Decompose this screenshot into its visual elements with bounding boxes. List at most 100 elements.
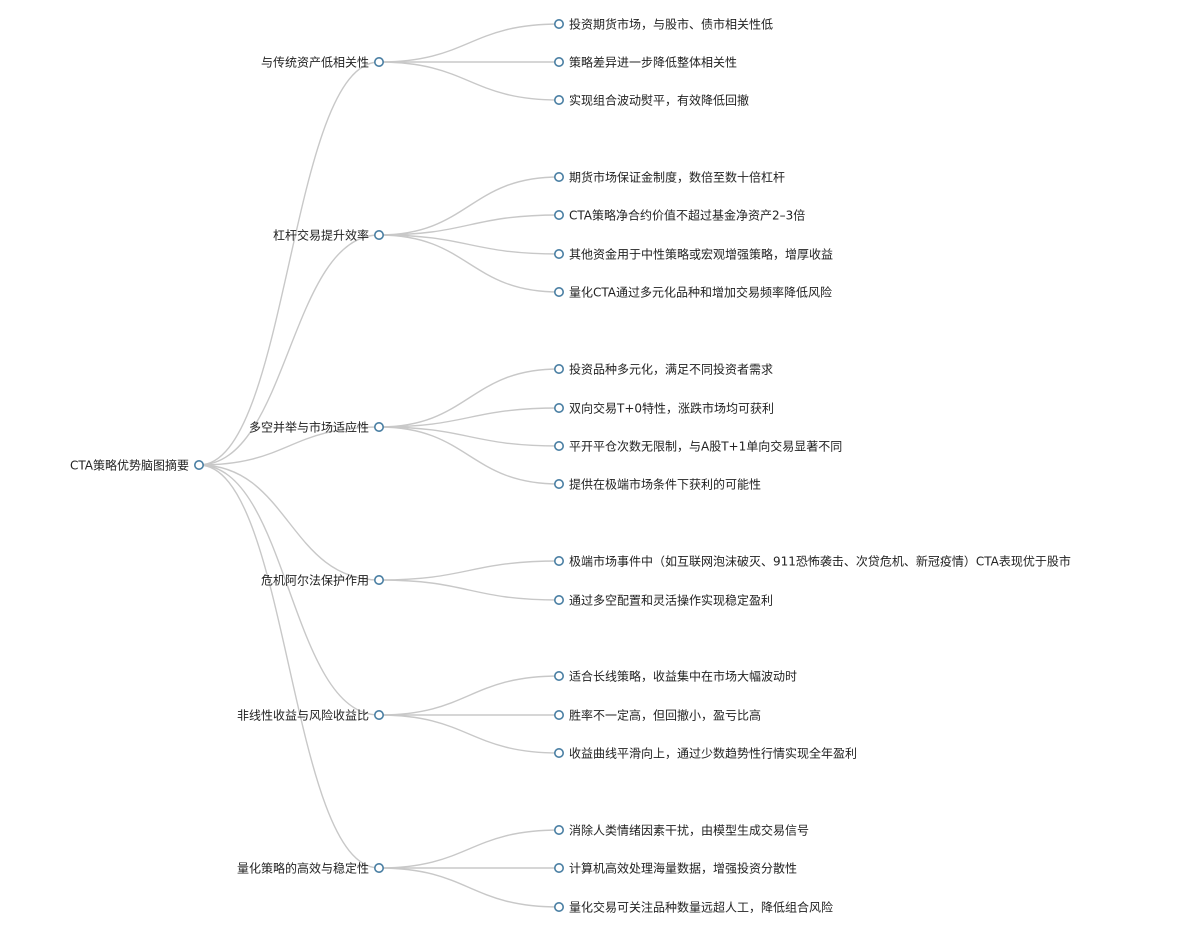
leaf-node-6-2-label: 计算机高效处理海量数据，增强投资分散性 (569, 861, 797, 876)
branch-node-5[interactable]: 非线性收益与风险收益比 (237, 708, 384, 723)
link-branch-6-leaf-3 (378, 867, 560, 908)
link-branch-4-leaf-1 (378, 560, 560, 581)
branch-node-1-label: 与传统资产低相关性 (261, 55, 369, 70)
leaf-node-2-1-label: 期货市场保证金制度，数倍至数十倍杠杆 (569, 170, 785, 185)
link-branch-5-leaf-3 (378, 714, 560, 754)
leaf-node-1-3[interactable]: 实现组合波动熨平，有效降低回撤 (553, 93, 749, 108)
root-node[interactable]: CTA策略优势脑图摘要 (70, 458, 205, 473)
leaf-node-6-3-label: 量化交易可关注品种数量远超人工，降低组合风险 (569, 900, 833, 915)
link-root-branch-6 (198, 464, 380, 869)
branch-node-4-circle[interactable] (373, 574, 384, 585)
branch-node-4[interactable]: 危机阿尔法保护作用 (261, 573, 384, 588)
leaf-node-5-3-circle[interactable] (553, 747, 564, 758)
mindmap-nodes: CTA策略优势脑图摘要 与传统资产低相关性 投资期货市场，与股市、债市相关性低策略差… (70, 17, 1071, 915)
leaf-node-2-2-circle[interactable] (553, 210, 564, 221)
branch-node-2-circle[interactable] (373, 230, 384, 241)
leaf-node-1-3-circle[interactable] (553, 95, 564, 106)
leaf-node-1-1-circle[interactable] (553, 18, 564, 29)
branch-node-1[interactable]: 与传统资产低相关性 (261, 55, 384, 70)
leaf-node-2-4-circle[interactable] (553, 286, 564, 297)
leaf-node-1-2-circle[interactable] (553, 56, 564, 67)
leaf-node-2-2-label: CTA策略净合约价值不超过基金净资产2–3倍 (569, 208, 805, 223)
leaf-node-3-1-label: 投资品种多元化，满足不同投资者需求 (569, 362, 773, 377)
branch-node-5-label: 非线性收益与风险收益比 (237, 708, 369, 723)
root-node-label: CTA策略优势脑图摘要 (70, 458, 189, 473)
branch-node-3-label: 多空并举与市场适应性 (249, 420, 369, 435)
branch-node-3-circle[interactable] (373, 421, 384, 432)
leaf-node-4-2-label: 通过多空配置和灵活操作实现稳定盈利 (569, 593, 773, 608)
leaf-node-3-1[interactable]: 投资品种多元化，满足不同投资者需求 (553, 362, 773, 377)
leaf-node-2-3-label: 其他资金用于中性策略或宏观增强策略，增厚收益 (569, 247, 833, 262)
leaf-node-1-2-label: 策略差异进一步降低整体相关性 (569, 55, 737, 70)
link-branch-6-leaf-1 (378, 829, 560, 869)
link-branch-3-leaf-3 (378, 426, 560, 447)
branch-node-6-label: 量化策略的高效与稳定性 (237, 861, 369, 876)
leaf-node-2-1-circle[interactable] (553, 172, 564, 183)
leaf-node-3-2[interactable]: 双向交易T+0特性，涨跌市场均可获利 (553, 401, 774, 416)
leaf-node-4-2[interactable]: 通过多空配置和灵活操作实现稳定盈利 (553, 593, 773, 608)
leaf-node-3-4-circle[interactable] (553, 478, 564, 489)
leaf-node-4-1[interactable]: 极端市场事件中（如互联网泡沫破灭、911恐怖袭击、次贷危机、新冠疫情）CTA表现… (553, 554, 1071, 569)
leaf-node-2-3[interactable]: 其他资金用于中性策略或宏观增强策略，增厚收益 (553, 247, 833, 262)
leaf-node-6-1[interactable]: 消除人类情绪因素干扰，由模型生成交易信号 (553, 823, 809, 838)
leaf-node-5-1-label: 适合长线策略，收益集中在市场大幅波动时 (569, 669, 797, 684)
branch-node-3[interactable]: 多空并举与市场适应性 (249, 420, 384, 435)
leaf-node-5-2-label: 胜率不一定高，但回撤小，盈亏比高 (569, 708, 761, 723)
leaf-node-6-3-circle[interactable] (553, 901, 564, 912)
leaf-node-6-2[interactable]: 计算机高效处理海量数据，增强投资分散性 (553, 861, 797, 876)
link-root-branch-2 (198, 234, 380, 466)
branch-node-6-circle[interactable] (373, 862, 384, 873)
leaf-node-3-2-circle[interactable] (553, 402, 564, 413)
leaf-node-3-1-circle[interactable] (553, 363, 564, 374)
leaf-node-6-3[interactable]: 量化交易可关注品种数量远超人工，降低组合风险 (553, 900, 833, 915)
link-branch-2-leaf-1 (378, 176, 560, 236)
leaf-node-3-3-circle[interactable] (553, 440, 564, 451)
link-root-branch-5 (198, 464, 380, 716)
leaf-node-6-2-circle[interactable] (553, 862, 564, 873)
leaf-node-2-3-circle[interactable] (553, 249, 564, 260)
branch-node-2[interactable]: 杠杆交易提升效率 (273, 228, 384, 243)
link-branch-2-leaf-3 (378, 234, 560, 255)
link-branch-3-leaf-2 (378, 407, 560, 428)
branch-node-1-circle[interactable] (373, 56, 384, 67)
link-branch-5-leaf-1 (378, 675, 560, 716)
link-root-branch-1 (198, 61, 380, 466)
leaf-node-4-1-label: 极端市场事件中（如互联网泡沫破灭、911恐怖袭击、次贷危机、新冠疫情）CTA表现… (569, 554, 1071, 569)
branch-node-2-label: 杠杆交易提升效率 (273, 228, 369, 243)
link-branch-3-leaf-1 (378, 368, 560, 428)
branch-node-6[interactable]: 量化策略的高效与稳定性 (237, 861, 384, 876)
leaf-node-1-2[interactable]: 策略差异进一步降低整体相关性 (553, 55, 737, 70)
branch-node-5-circle[interactable] (373, 709, 384, 720)
leaf-node-5-3[interactable]: 收益曲线平滑向上，通过少数趋势性行情实现全年盈利 (553, 746, 857, 761)
leaf-node-1-3-label: 实现组合波动熨平，有效降低回撤 (569, 93, 749, 108)
leaf-node-2-1[interactable]: 期货市场保证金制度，数倍至数十倍杠杆 (553, 170, 785, 185)
link-branch-4-leaf-2 (378, 579, 560, 601)
leaf-node-3-3[interactable]: 平开平仓次数无限制，与A股T+1单向交易显著不同 (553, 439, 842, 454)
link-branch-1-leaf-1 (378, 23, 560, 63)
leaf-node-5-3-label: 收益曲线平滑向上，通过少数趋势性行情实现全年盈利 (569, 746, 857, 761)
leaf-node-5-2-circle[interactable] (553, 709, 564, 720)
link-branch-2-leaf-4 (378, 234, 560, 293)
leaf-node-2-4-label: 量化CTA通过多元化品种和增加交易频率降低风险 (569, 285, 832, 300)
leaf-node-2-4[interactable]: 量化CTA通过多元化品种和增加交易频率降低风险 (553, 285, 832, 300)
leaf-node-1-1[interactable]: 投资期货市场，与股市、债市相关性低 (553, 17, 773, 32)
leaf-node-3-4-label: 提供在极端市场条件下获利的可能性 (569, 477, 761, 492)
leaf-node-4-2-circle[interactable] (553, 594, 564, 605)
leaf-node-6-1-circle[interactable] (553, 824, 564, 835)
leaf-node-6-1-label: 消除人类情绪因素干扰，由模型生成交易信号 (569, 823, 809, 838)
link-branch-3-leaf-4 (378, 426, 560, 485)
branch-node-4-label: 危机阿尔法保护作用 (261, 573, 369, 588)
mindmap-links (198, 23, 560, 908)
leaf-node-5-1-circle[interactable] (553, 670, 564, 681)
leaf-node-4-1-circle[interactable] (553, 555, 564, 566)
leaf-node-3-4[interactable]: 提供在极端市场条件下获利的可能性 (553, 477, 761, 492)
link-root-branch-3 (198, 426, 380, 466)
root-node-circle[interactable] (194, 459, 205, 470)
leaf-node-5-2[interactable]: 胜率不一定高，但回撤小，盈亏比高 (553, 708, 761, 723)
leaf-node-3-2-label: 双向交易T+0特性，涨跌市场均可获利 (569, 401, 774, 416)
link-root-branch-4 (198, 464, 380, 581)
leaf-node-2-2[interactable]: CTA策略净合约价值不超过基金净资产2–3倍 (553, 208, 805, 223)
leaf-node-5-1[interactable]: 适合长线策略，收益集中在市场大幅波动时 (553, 669, 797, 684)
link-branch-1-leaf-3 (378, 61, 560, 101)
